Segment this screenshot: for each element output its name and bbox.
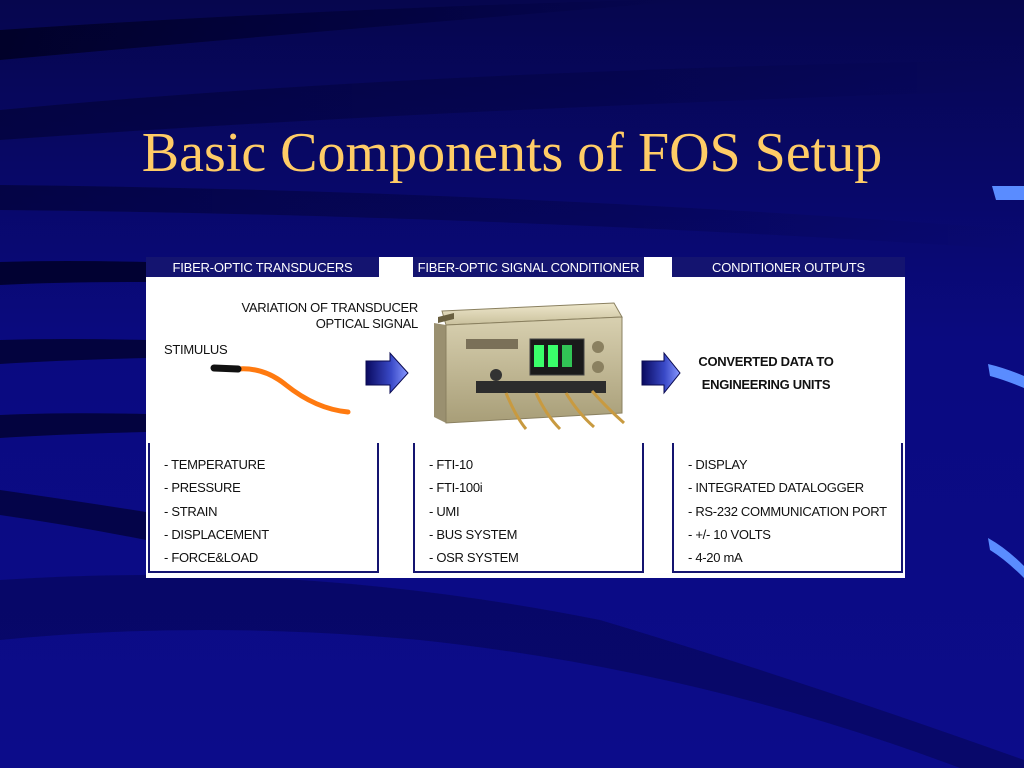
converted-data-line2: ENGINEERING UNITS xyxy=(701,377,831,392)
signal-conditioner-device-icon xyxy=(434,302,625,431)
converted-data-label: CONVERTED DATA TO ENGINEERING UNITS xyxy=(676,350,856,396)
variation-label-line1: VARIATION OF TRANSDUCER xyxy=(241,300,418,315)
converted-data-line1: CONVERTED DATA TO xyxy=(698,354,834,369)
arrow-right-icon xyxy=(641,351,681,395)
variation-label-line2: OPTICAL SIGNAL xyxy=(315,316,419,331)
conditioner-outputs-list: - DISPLAY - INTEGRATED DATALOGGER - RS-2… xyxy=(672,443,903,573)
variation-label: VARIATION OF TRANSDUCER OPTICAL SIGNAL xyxy=(240,300,418,332)
list-item: - FTI-10 xyxy=(429,457,473,472)
panel-header-transducers: FIBER-OPTIC TRANSDUCERS xyxy=(146,257,379,277)
list-item: - DISPLACEMENT xyxy=(164,526,269,542)
list-item: - UMI xyxy=(429,503,460,519)
transducers-list: - TEMPERATURE - PRESSURE - STRAIN - DISP… xyxy=(148,443,379,573)
list-item: - RS-232 COMMUNICATION PORT xyxy=(688,503,887,519)
slide-title: Basic Components of FOS Setup xyxy=(141,122,883,184)
list-item: - PRESSURE xyxy=(164,480,241,496)
list-item: - 4-20 mA xyxy=(688,550,743,566)
fos-setup-diagram: FIBER-OPTIC TRANSDUCERS FIBER-OPTIC SIGN… xyxy=(146,257,905,578)
list-item: - INTEGRATED DATALOGGER xyxy=(688,480,864,496)
list-item: - FTI-100i xyxy=(429,480,483,496)
diagram-graphics xyxy=(210,302,681,431)
stimulus-label: STIMULUS xyxy=(164,342,228,357)
panel-header-conditioner-outputs: CONDITIONER OUTPUTS xyxy=(672,257,905,277)
panel-header-signal-conditioner: FIBER-OPTIC SIGNAL CONDITIONER xyxy=(413,257,644,277)
list-item: - TEMPERATURE xyxy=(164,457,266,472)
list-item: - +/- 10 VOLTS xyxy=(688,526,771,542)
list-item: - FORCE&LOAD xyxy=(164,550,258,566)
fiber-cable-icon xyxy=(210,364,351,415)
list-item: - BUS SYSTEM xyxy=(429,526,518,542)
list-item: - OSR SYSTEM xyxy=(429,550,519,566)
list-item: - STRAIN xyxy=(164,503,218,519)
signal-conditioner-list: - FTI-10 - FTI-100i - UMI - BUS SYSTEM -… xyxy=(413,443,644,573)
list-item: - DISPLAY xyxy=(688,457,748,472)
arrow-right-icon xyxy=(365,351,409,395)
